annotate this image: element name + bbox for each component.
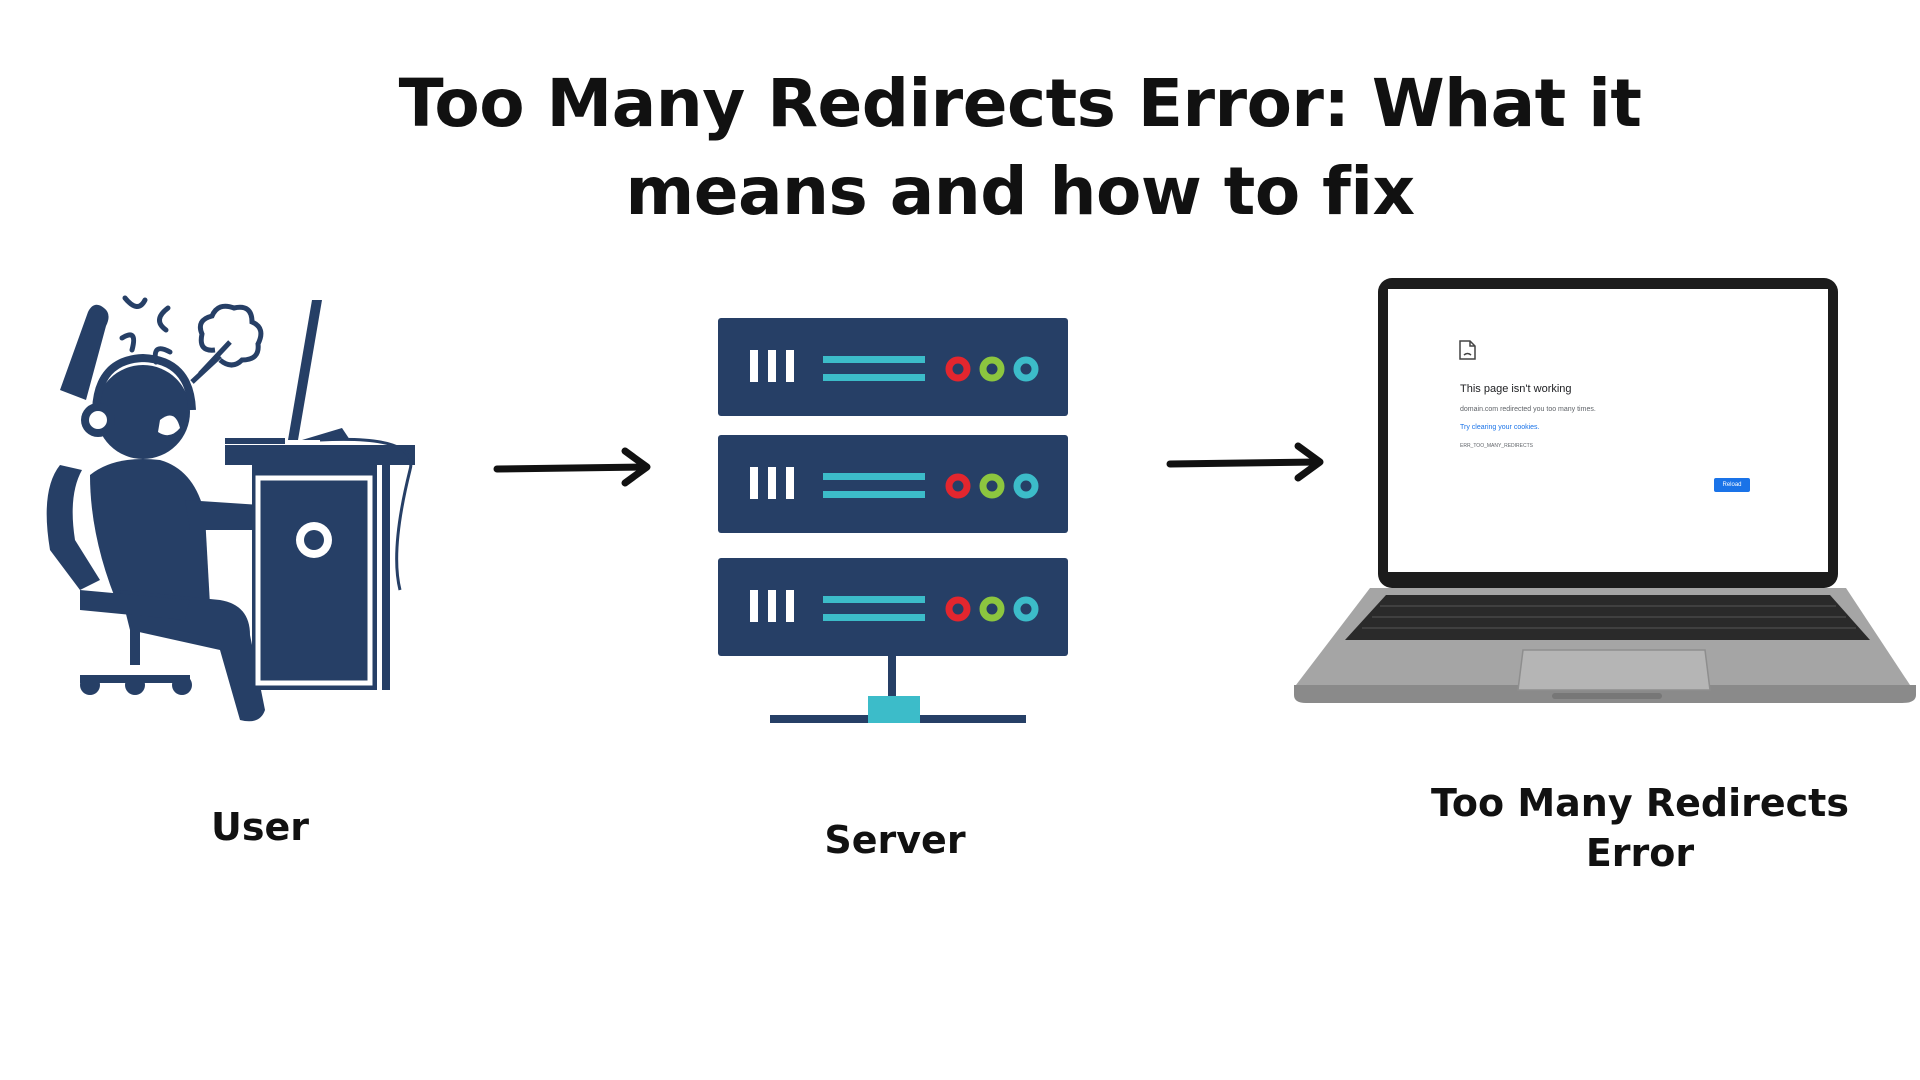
clear-cookies-link[interactable]: Try clearing your cookies. <box>1460 424 1540 431</box>
server-unit <box>718 318 1068 416</box>
frustrated-user-at-desk-icon <box>46 295 415 722</box>
error-heading: This page isn't working <box>1460 383 1572 395</box>
user-label: User <box>211 805 309 849</box>
error-code: ERR_TOO_MANY_REDIRECTS <box>1460 443 1533 449</box>
arrow-user-to-server <box>493 447 651 487</box>
laptop-icon <box>1294 278 1916 703</box>
reload-button[interactable]: Reload <box>1714 478 1750 492</box>
server-label: Server <box>824 818 966 862</box>
server-rack-icon <box>718 318 1068 723</box>
sad-page-icon <box>1459 340 1476 360</box>
error-message: domain.com redirected you too many times… <box>1460 406 1596 413</box>
error-label: Too Many Redirects Error <box>1431 781 1849 875</box>
page-title: Too Many Redirects Error: What it means … <box>398 65 1642 230</box>
arrow-server-to-error <box>1166 442 1324 482</box>
